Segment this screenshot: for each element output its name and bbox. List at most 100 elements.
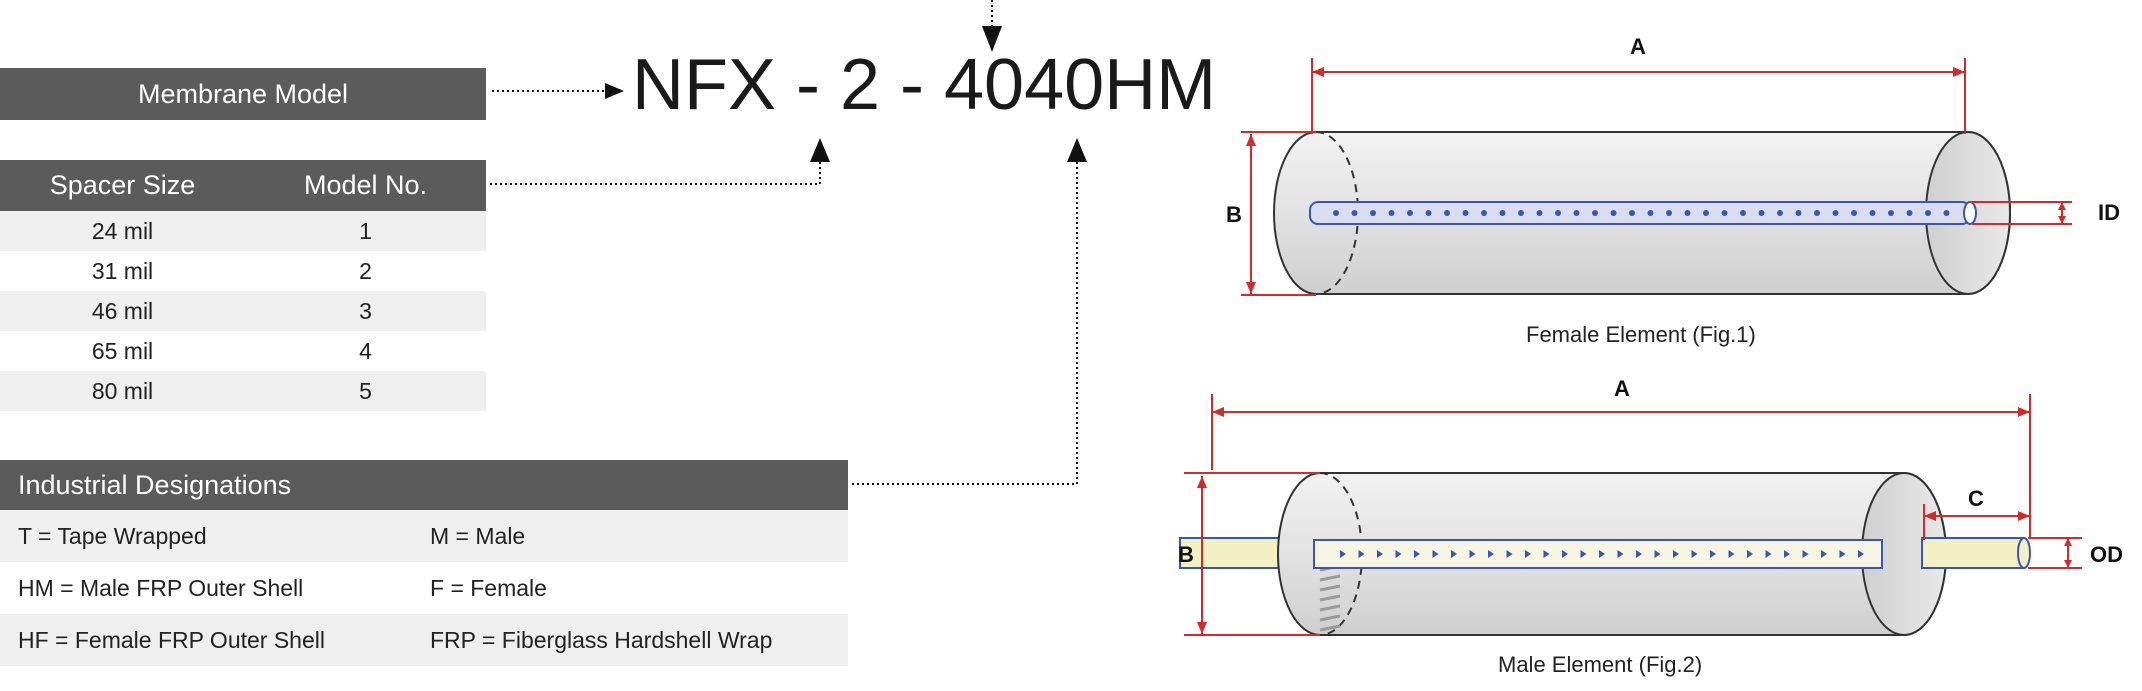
perforation-dot xyxy=(1747,550,1753,558)
perforation-dot xyxy=(1654,550,1661,558)
perforation-dot xyxy=(1425,210,1432,216)
model-no-cell: 1 xyxy=(359,217,372,244)
industrial-table-body: T = Tape Wrapped M = Male HM = Male FRP Ou… xyxy=(0,510,848,666)
designation-cell: FRP = Fiberglass Hardshell Wrap xyxy=(430,626,773,653)
perforation-dot xyxy=(1388,210,1395,216)
fig1-dim-a-arrow-left xyxy=(1312,67,1324,77)
seal-hatch-line xyxy=(1319,594,1341,602)
perforation-dot xyxy=(1673,550,1679,558)
perforation-dot xyxy=(1869,210,1876,216)
perforation-dot xyxy=(1370,210,1376,216)
model-code: NFX - 2 - 4040HM xyxy=(632,45,1217,125)
perforation-dot xyxy=(1518,210,1524,216)
perforation-dot xyxy=(1543,550,1550,558)
designation-cell: M = Male xyxy=(430,522,526,549)
fig2-caption: Male Element (Fig.2) xyxy=(1498,652,1703,677)
fig2-dim-a-arrow-right xyxy=(2018,407,2030,417)
fig2-perforation-dots xyxy=(1340,550,1864,558)
fig1-dim-a-arrow-right xyxy=(1953,67,1965,77)
fig1-label-b: B xyxy=(1226,202,1242,227)
table-row: 65 mil 4 xyxy=(0,331,486,371)
perforation-dot xyxy=(1728,550,1735,558)
perforation-dot xyxy=(1777,210,1783,216)
perforation-dot xyxy=(1555,210,1561,216)
model-no-cell: 2 xyxy=(359,257,372,284)
fig2-label-c: C xyxy=(1968,486,1984,511)
perforation-dot xyxy=(1740,210,1746,216)
perforation-dot xyxy=(1333,210,1339,216)
designation-cell: HF = Female FRP Outer Shell xyxy=(18,626,325,653)
spacer-size-cell: 24 mil xyxy=(91,217,154,244)
perforation-dot xyxy=(1377,550,1383,558)
spacer-size-cell: 65 mil xyxy=(91,337,154,364)
perforation-dot xyxy=(1858,550,1864,558)
perforation-dot xyxy=(1414,550,1420,558)
arrowhead-model xyxy=(605,83,624,99)
fig2-label-od: OD xyxy=(2090,542,2123,567)
industrial-designations-table: Industrial Designations T = Tape Wrapped… xyxy=(0,460,848,666)
fig2-right-tube xyxy=(1921,537,2025,569)
fig1-tube-end xyxy=(1963,201,1977,225)
fig2-label-a: A xyxy=(1614,376,1630,401)
designation-cell: HM = Male FRP Outer Shell xyxy=(18,574,304,601)
fig1-perforation-dots xyxy=(1333,210,1950,216)
fig2-right-tube-end xyxy=(2017,537,2031,569)
spacer-size-header: Spacer Size xyxy=(49,170,196,200)
perforation-dot xyxy=(1432,550,1439,558)
industrial-designations-title: Industrial Designations xyxy=(18,469,292,500)
perforation-dot xyxy=(1851,210,1857,216)
spacer-table-header: Spacer Size Model No. xyxy=(0,160,486,211)
fig2-dim-b-arrow-top xyxy=(1197,476,1207,488)
spacer-size-cell: 46 mil xyxy=(91,297,154,324)
perforation-dot xyxy=(1481,210,1487,216)
fig2-dim-od-arrow-top xyxy=(2064,538,2072,546)
model-no-cell: 4 xyxy=(359,337,372,364)
fig2-dim-c-arrow-right xyxy=(2018,511,2030,521)
fig2-dim-c-arrow-left xyxy=(1924,511,1936,521)
arrowhead-spacer xyxy=(810,138,830,162)
model-no-cell: 3 xyxy=(359,297,372,324)
perforation-dot xyxy=(1444,210,1450,216)
perforation-dot xyxy=(1395,550,1402,558)
fig1-dim-b-arrow-top xyxy=(1246,134,1256,146)
industrial-designations-header: Industrial Designations xyxy=(0,460,848,510)
perforation-dot xyxy=(1599,550,1605,558)
perforation-dot xyxy=(1784,550,1790,558)
perforation-dot xyxy=(1710,550,1716,558)
perforation-dot xyxy=(1499,210,1506,216)
perforation-dot xyxy=(1580,550,1587,558)
perforation-dot xyxy=(1340,550,1346,558)
perforation-dot xyxy=(1592,210,1598,216)
table-row: T = Tape Wrapped M = Male xyxy=(0,510,848,562)
perforation-dot xyxy=(1721,210,1728,216)
perforation-dot xyxy=(1925,210,1931,216)
seal-hatch-line xyxy=(1319,624,1341,632)
connector-spacer xyxy=(490,158,821,185)
fig1-dim-id-arrow-bottom xyxy=(2058,216,2066,224)
perforation-dot xyxy=(1666,210,1672,216)
seal-hatch-line xyxy=(1319,574,1341,582)
seal-hatch-line xyxy=(1319,614,1341,622)
seal-hatch-line xyxy=(1319,584,1341,592)
perforation-dot xyxy=(1636,550,1642,558)
fig2-label-b: B xyxy=(1178,542,1194,567)
arrowhead-top xyxy=(982,26,1002,52)
perforation-dot xyxy=(1703,210,1709,216)
perforation-dot xyxy=(1821,550,1827,558)
perforation-dot xyxy=(1691,550,1698,558)
designation-cell: T = Tape Wrapped xyxy=(18,522,207,549)
perforation-dot xyxy=(1888,210,1894,216)
perforation-dot xyxy=(1451,550,1457,558)
fig1-dim-id-arrow-top xyxy=(2058,202,2066,210)
perforation-dot xyxy=(1832,210,1839,216)
perforation-dot xyxy=(1765,550,1772,558)
arrowhead-industrial xyxy=(1067,138,1087,162)
perforation-dot xyxy=(1573,210,1580,216)
membrane-model-header: Membrane Model xyxy=(0,68,486,120)
perforation-dot xyxy=(1795,210,1802,216)
